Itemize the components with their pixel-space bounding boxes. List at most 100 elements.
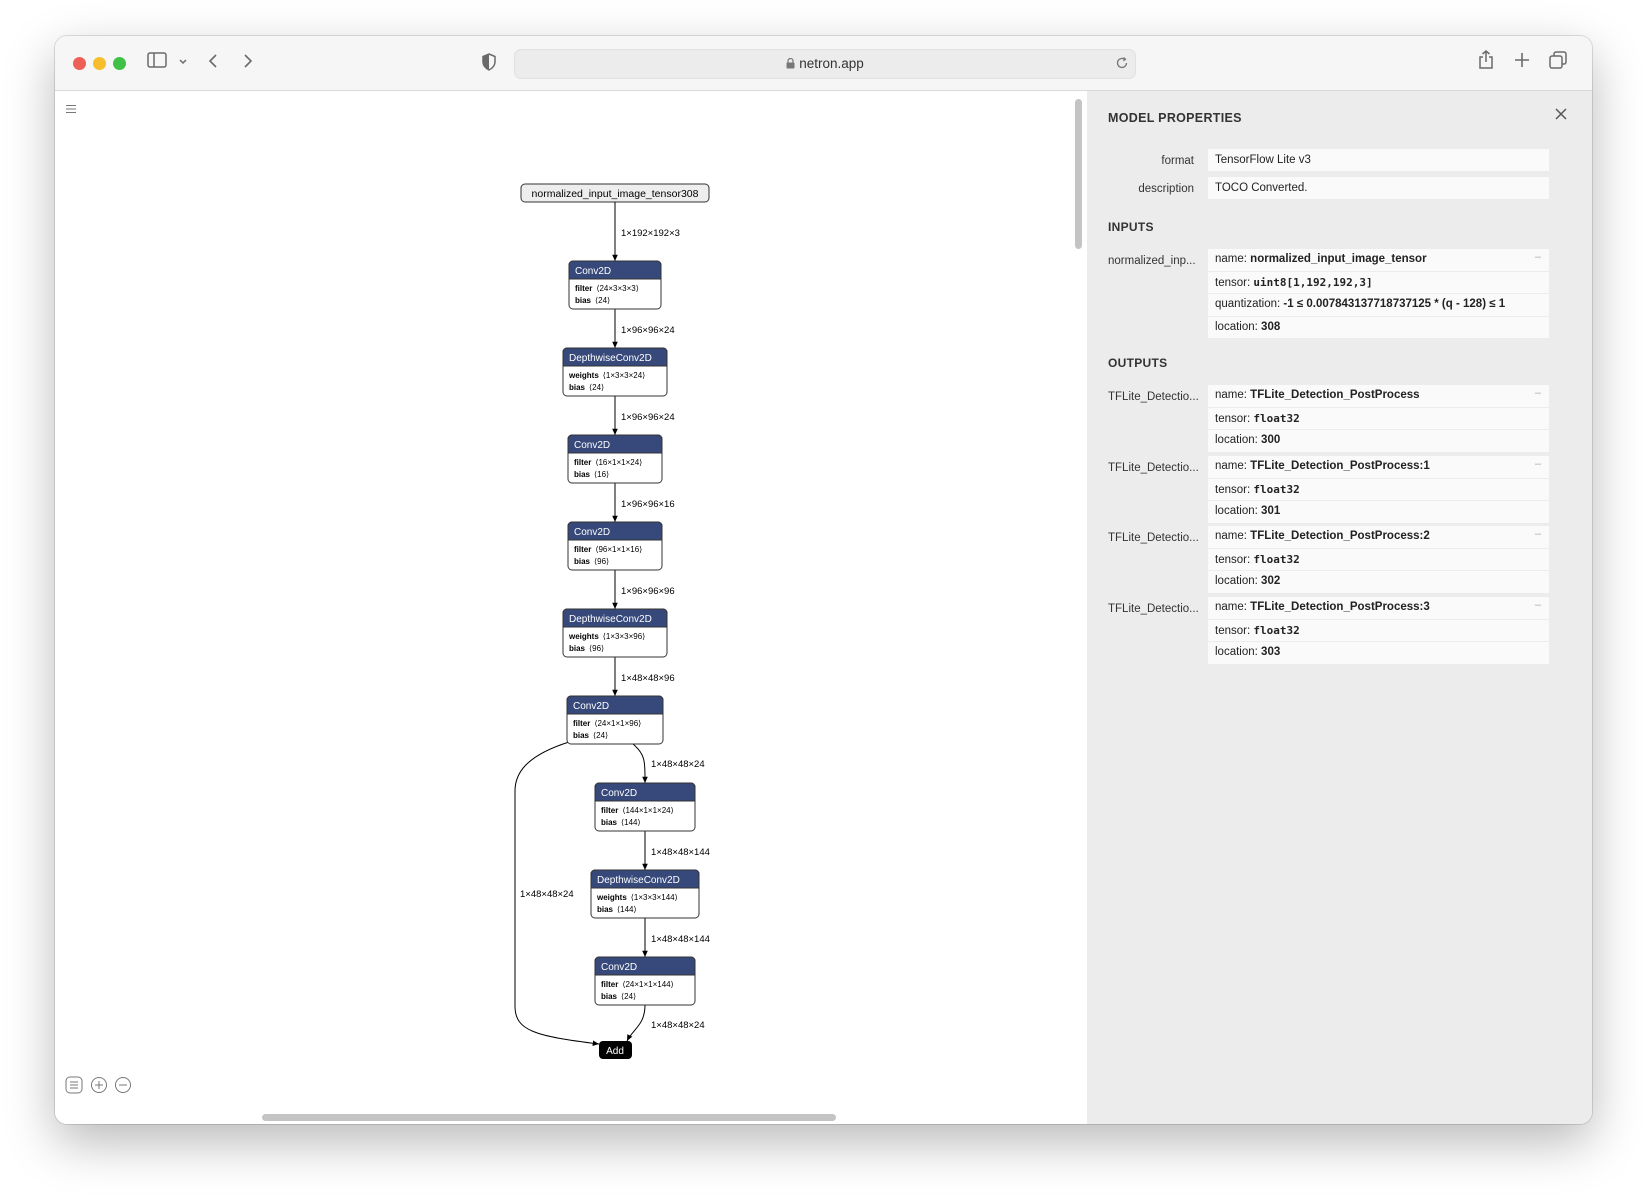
graph-edge: 1×96×96×96 <box>612 570 675 609</box>
node-attr-value: ⟨96⟩ <box>589 644 604 653</box>
edge-shape-label: 1×192×192×3 <box>621 228 680 239</box>
node-attr-name: bias <box>597 905 614 914</box>
description-value: TOCO Converted. <box>1208 177 1549 199</box>
panel-title: MODEL PROPERTIES <box>1108 111 1242 125</box>
output-tensor: float32 <box>1253 552 1300 566</box>
svg-text:filter⟨24×1×1×144⟩: filter ⟨24×1×1×144⟩ <box>601 980 674 989</box>
chevron-down-icon[interactable] <box>178 53 188 73</box>
format-value: TensorFlow Lite v3 <box>1208 149 1549 171</box>
zoom-in-icon[interactable] <box>90 1076 108 1099</box>
node-op-label: DepthwiseConv2D <box>569 614 652 625</box>
edge-shape-label: 1×48×48×24 <box>651 1020 705 1031</box>
output-name: TFLite_Detection_PostProcess:2 <box>1250 530 1430 542</box>
collapse-icon[interactable]: – <box>1534 528 1541 540</box>
graph-edge: 1×48×48×144 <box>642 831 710 870</box>
graph-node[interactable]: DepthwiseConv2Dweights⟨1×3×3×144⟩bias⟨14… <box>590 869 700 919</box>
collapse-icon[interactable]: – <box>1534 599 1541 611</box>
svg-text:filter⟨24×1×1×96⟩: filter ⟨24×1×1×96⟩ <box>573 719 641 728</box>
browser-window: netron.app normalized_input_image <box>55 36 1592 1124</box>
browser-toolbar: netron.app <box>55 36 1592 91</box>
tab-overview-icon[interactable] <box>1549 51 1567 73</box>
svg-text:bias⟨24⟩: bias⟨24⟩ <box>569 383 604 392</box>
node-attr-name: weights <box>596 893 627 902</box>
node-attr-name: bias <box>574 557 591 566</box>
reload-icon[interactable] <box>1115 56 1129 75</box>
share-icon[interactable] <box>1478 50 1494 74</box>
output-location: 301 <box>1261 505 1281 517</box>
url-text: netron.app <box>799 56 864 71</box>
output-name: TFLite_Detection_PostProcess:1 <box>1250 460 1430 472</box>
horizontal-scrollbar[interactable] <box>262 1114 836 1121</box>
collapse-icon[interactable]: – <box>1534 387 1541 399</box>
close-icon[interactable] <box>1554 105 1568 126</box>
node-op-label: Conv2D <box>601 788 637 799</box>
node-attr-value: ⟨24×1×1×144⟩ <box>622 980 673 989</box>
svg-text:bias⟨16⟩: bias⟨16⟩ <box>574 470 609 479</box>
graph-edge: 1×192×192×3 <box>612 202 680 261</box>
svg-text:filter⟨144×1×1×24⟩: filter⟨144×1×1×24⟩ <box>601 806 674 815</box>
shield-icon[interactable] <box>481 53 497 75</box>
graph-canvas[interactable]: normalized_input_image_tensor308 1×192×19… <box>55 91 1072 1124</box>
node-attr-name: filter <box>601 980 618 989</box>
new-tab-icon[interactable] <box>1514 52 1530 72</box>
address-bar[interactable]: netron.app <box>514 49 1136 79</box>
zoom-window-button[interactable] <box>113 57 126 70</box>
svg-text:filter⟨24×3×3×3⟩: filter⟨24×3×3×3⟩ <box>575 284 639 293</box>
node-attr-name: bias <box>575 296 592 305</box>
graph-input-node[interactable]: normalized_input_image_tensor308 <box>520 183 710 203</box>
node-attr-value: ⟨24×3×3×3⟩ <box>596 284 639 293</box>
node-attr-name: weights <box>568 632 599 641</box>
collapse-icon[interactable]: – <box>1534 251 1541 263</box>
lock-icon <box>786 57 795 72</box>
node-op-label: DepthwiseConv2D <box>597 875 680 886</box>
edge-shape-label: 1×96×96×24 <box>621 412 675 423</box>
minimize-window-button[interactable] <box>93 57 106 70</box>
node-attr-value: ⟨24⟩ <box>589 383 604 392</box>
legend-icon[interactable] <box>65 1076 83 1099</box>
node-attr-value: ⟨24⟩ <box>621 992 636 1001</box>
node-attr-value: ⟨96⟩ <box>594 557 609 566</box>
node-attr-value: ⟨24×1×1×96⟩ <box>594 719 641 728</box>
node-attr-name: filter <box>601 806 618 815</box>
svg-text:bias⟨96⟩: bias⟨96⟩ <box>569 644 604 653</box>
graph-edge: 1×96×96×16 <box>612 483 675 522</box>
outputs-title: OUTPUTS <box>1108 356 1168 370</box>
description-label: description <box>1138 183 1194 195</box>
input-card[interactable]: – name: normalized_input_image_tensor te… <box>1208 249 1549 338</box>
vertical-scrollbar[interactable] <box>1075 99 1082 249</box>
format-label: format <box>1161 155 1194 167</box>
output-label: TFLite_Detectio... <box>1108 391 1199 403</box>
forward-icon[interactable] <box>242 53 254 73</box>
node-op-label: DepthwiseConv2D <box>569 353 652 364</box>
graph-add-node[interactable]: Add <box>599 1041 632 1059</box>
graph-node[interactable]: DepthwiseConv2D weights ⟨1×3×3×96⟩ bias⟨96⟩ <box>562 608 668 658</box>
zoom-out-icon[interactable] <box>114 1076 132 1099</box>
svg-text:weights⟨1×3×3×144⟩: weights⟨1×3×3×144⟩ <box>596 893 678 902</box>
edge-shape-label: 1×96×96×96 <box>621 586 675 597</box>
back-icon[interactable] <box>207 53 219 73</box>
sidebar-toggle-icon[interactable] <box>147 52 167 72</box>
close-window-button[interactable] <box>73 57 86 70</box>
graph-edge: 1×48×48×24 <box>514 741 600 1046</box>
menu-icon[interactable] <box>65 101 77 119</box>
node-attr-name: filter <box>573 719 590 728</box>
node-attr-name: bias <box>574 470 591 479</box>
node-attr-value: ⟨1×3×3×96⟩ <box>603 632 646 641</box>
output-label: TFLite_Detectio... <box>1108 462 1199 474</box>
collapse-icon[interactable]: – <box>1534 458 1541 470</box>
node-op-label: Conv2D <box>574 527 610 538</box>
edge-shape-label: 1×96×96×24 <box>621 325 675 336</box>
node-attr-name: weights <box>568 371 599 380</box>
svg-text:weights⟨1×3×3×96⟩: weights ⟨1×3×3×96⟩ <box>568 632 645 641</box>
